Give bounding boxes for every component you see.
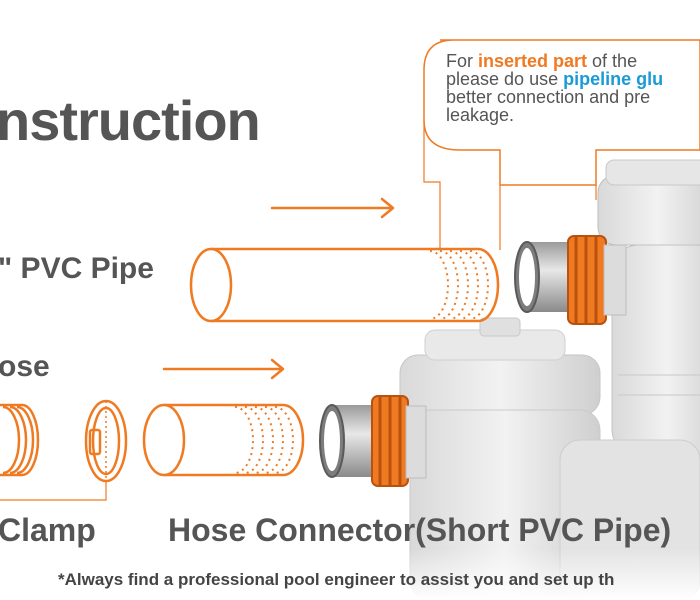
footer-disclaimer: *Always find a professional pool enginee… — [58, 570, 615, 589]
clamp-leader — [0, 481, 107, 501]
note-line-3: better connection and pre — [446, 87, 651, 107]
page-title: nstruction — [0, 89, 261, 152]
clamp-icon — [84, 399, 128, 483]
hose-icon — [0, 403, 40, 477]
hose-connector-icon — [142, 403, 305, 477]
clamp-label: Clamp — [0, 512, 96, 548]
hose-connector-icon — [514, 235, 627, 325]
pvc-pipe-icon — [189, 247, 500, 323]
hose-connector-icon — [319, 395, 427, 487]
glue-note: For inserted part of the please do use p… — [446, 52, 700, 124]
inserted-part-highlight: inserted part — [478, 51, 588, 71]
arrow-right-icon — [162, 358, 285, 380]
note-line-4: leakage. — [446, 105, 515, 125]
callout-box — [423, 39, 700, 250]
hose-connector-label: Hose Connector(Short PVC Pipe) — [168, 512, 672, 548]
pipeline-glue-highlight: pipeline glu — [563, 69, 664, 89]
arrow-right-icon — [270, 197, 395, 219]
pvc-pipe-label: " PVC Pipe — [0, 252, 154, 285]
hose-label: ose — [0, 350, 50, 383]
note-line-2: please do use pipeline glu — [446, 69, 664, 89]
note-line-1: For inserted part of the — [446, 51, 638, 71]
